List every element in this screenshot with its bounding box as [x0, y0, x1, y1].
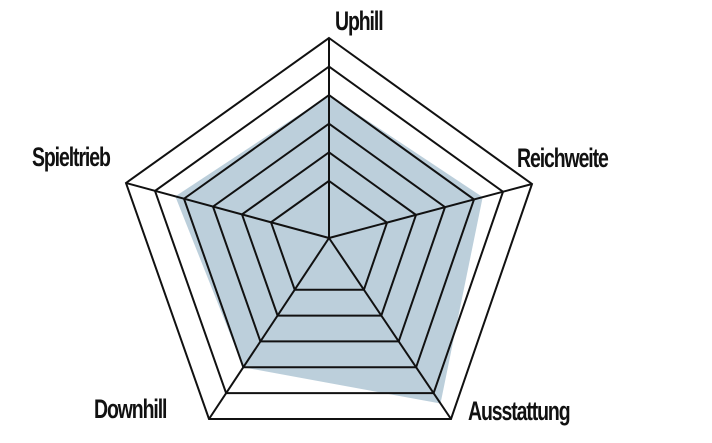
axis-label-ausstattung: Ausstattung — [468, 396, 571, 426]
data-area — [175, 95, 483, 404]
axis-label-downhill: Downhill — [94, 394, 167, 424]
axis-label-uphill: Uphill — [335, 6, 384, 36]
axis-spoke — [125, 182, 330, 239]
axis-spoke — [328, 237, 452, 420]
grid-ring — [124, 36, 534, 420]
grid-ring — [182, 93, 476, 369]
grid-ring — [153, 65, 505, 395]
grid — [124, 36, 534, 420]
axis-label-spieltrieb: Spieltrieb — [32, 142, 111, 172]
grid-ring — [211, 122, 447, 343]
axis-spokes — [125, 38, 533, 420]
grid-ring — [269, 179, 389, 291]
axis-spoke — [328, 183, 533, 239]
axis-label-reichweite: Reichweite — [517, 143, 609, 173]
axis-spoke — [208, 237, 330, 420]
grid-ring — [240, 151, 418, 317]
data-polygon — [175, 95, 483, 404]
